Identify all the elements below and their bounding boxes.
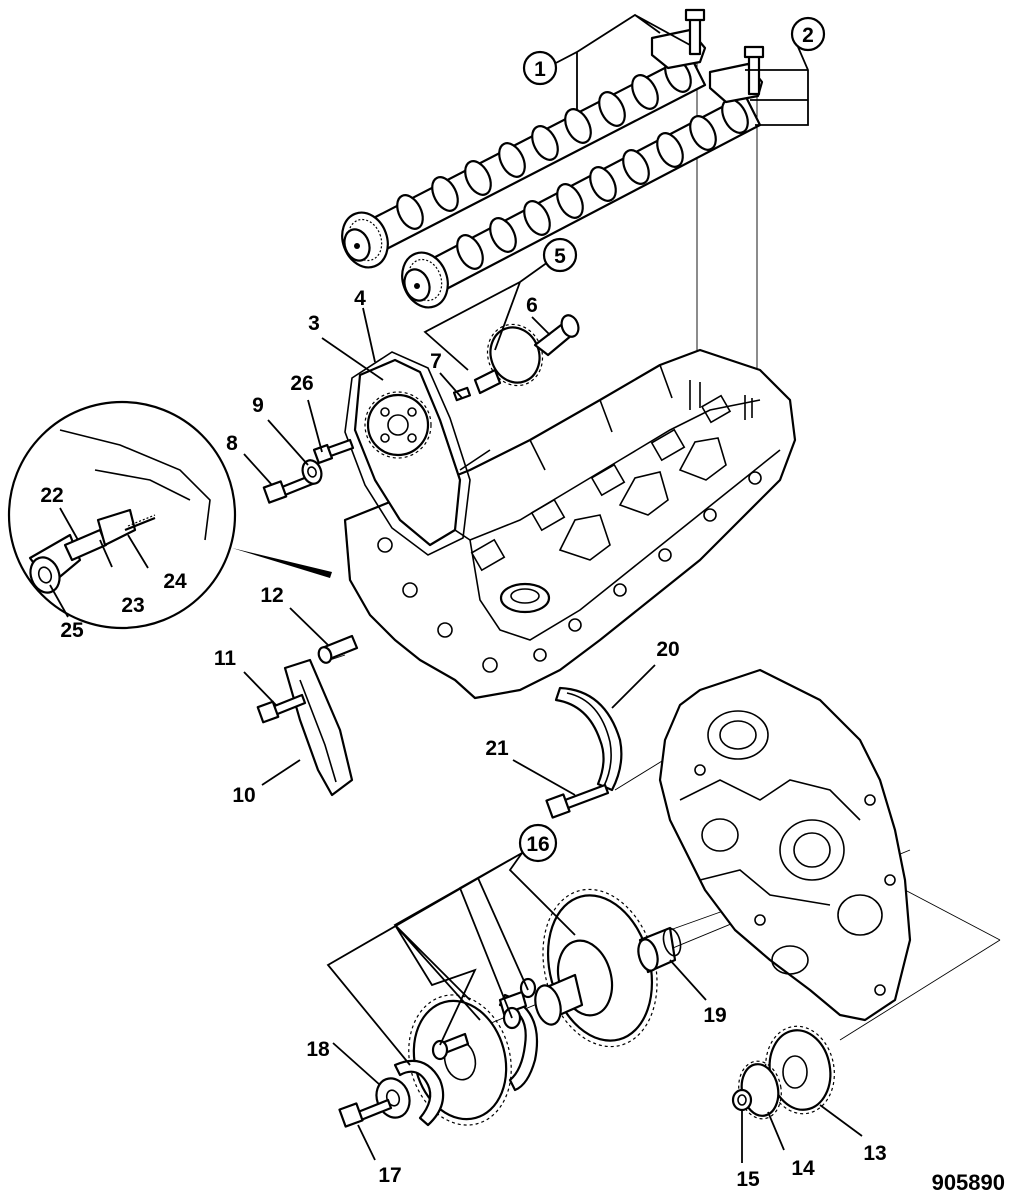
callout-1: 1 — [522, 50, 558, 86]
callout-8-label: 8 — [226, 432, 238, 455]
callout-1-label: 1 — [534, 58, 546, 81]
drive-gear-assembly — [452, 314, 580, 402]
callout-2: 2 — [790, 16, 826, 52]
callout-11-label: 11 — [214, 647, 237, 670]
exhaust-camshaft — [401, 93, 762, 309]
callout-10-label: 10 — [232, 784, 255, 807]
callout-14-label: 14 — [791, 1157, 815, 1180]
callout-3-label: 3 — [308, 312, 320, 335]
chain-guide-rail — [283, 658, 354, 797]
callout-22-label: 22 — [40, 484, 63, 507]
callout-16: 16 — [518, 823, 558, 863]
callout-7-label: 7 — [430, 350, 442, 373]
callout-25-label: 25 — [60, 619, 84, 642]
callout-15-label: 15 — [736, 1168, 760, 1191]
callout-19-label: 19 — [703, 1004, 726, 1027]
callout-26-label: 26 — [290, 372, 313, 395]
callout-24-label: 24 — [163, 570, 187, 593]
idler-bolt — [338, 1098, 393, 1128]
callout-20-label: 20 — [656, 638, 679, 661]
callout-18-label: 18 — [306, 1038, 330, 1061]
idler-washer — [375, 1077, 411, 1119]
idler-hub — [637, 926, 682, 974]
callout-21-label: 21 — [485, 737, 509, 760]
guide-rail-bolt — [256, 693, 307, 724]
callout-2-label: 2 — [802, 24, 814, 47]
callout-17-label: 17 — [378, 1164, 401, 1187]
callout-4-label: 4 — [354, 287, 366, 310]
tensioner-detail-view — [7, 400, 332, 630]
callout-5: 5 — [542, 237, 578, 273]
callout-6-label: 6 — [526, 294, 538, 317]
callout-23-label: 23 — [121, 594, 144, 617]
callout-5-label: 5 — [554, 245, 566, 268]
cylinder-head — [343, 348, 797, 700]
camshaft-bearing-caps — [650, 8, 765, 104]
guide-pin — [317, 634, 359, 664]
intake-camshaft — [341, 53, 707, 269]
callout-13-label: 13 — [863, 1142, 886, 1165]
timing-cover — [658, 668, 912, 1022]
idler-retaining-ring — [393, 1059, 445, 1127]
chain-tensioner-shoe — [554, 686, 623, 792]
tensioner-shoe-bolt — [545, 783, 610, 819]
crankshaft-key — [731, 1088, 753, 1112]
callout-12-label: 12 — [260, 584, 283, 607]
callout-16-label: 16 — [526, 833, 549, 856]
drawing-number: 905890 — [932, 1170, 1005, 1195]
sprocket-washer — [301, 459, 323, 485]
callout-9-label: 9 — [252, 394, 264, 417]
leader-lines — [49, 13, 863, 1163]
chain-sprocket — [364, 391, 432, 459]
